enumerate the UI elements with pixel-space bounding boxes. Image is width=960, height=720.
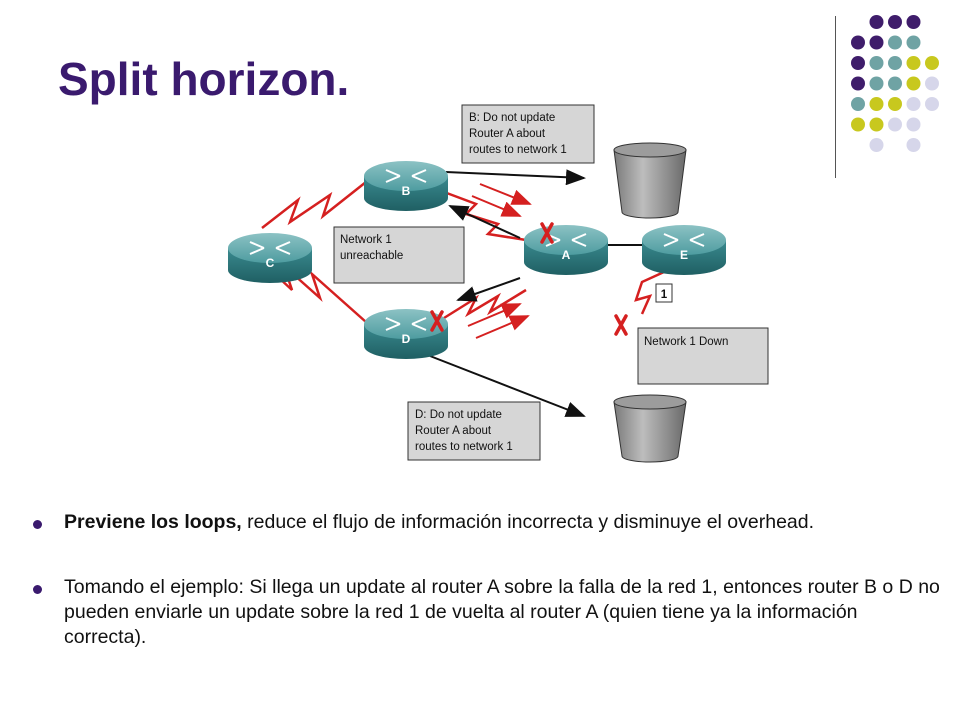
serial-link-c-d <box>261 261 367 323</box>
note-d-line-3: routes to network 1 <box>415 441 513 453</box>
decorative-dot <box>869 138 884 152</box>
step-number: 1 <box>661 289 668 301</box>
decorative-dot <box>925 56 939 70</box>
decorative-dot <box>888 117 902 132</box>
decorative-dot-grid <box>851 15 939 152</box>
decorative-dot <box>851 35 865 50</box>
slide-title: Split horizon. <box>58 53 350 105</box>
unreachable-line-2: unreachable <box>340 250 403 262</box>
router-c-label: C <box>266 256 275 270</box>
bullet-1-bold: Previene los loops, <box>64 511 242 533</box>
decorative-dot <box>851 76 865 91</box>
decorative-dot <box>906 117 921 132</box>
decorative-dot <box>888 35 902 50</box>
decorative-dot <box>869 117 884 132</box>
arrow-a-to-b <box>448 205 521 239</box>
router-b-label: B <box>402 184 411 198</box>
router-e: E <box>642 225 726 275</box>
bullet-2-text: Tomando el ejemplo: Si llega un update a… <box>64 576 940 648</box>
red-arrow-d-to-a-2 <box>475 315 530 339</box>
unreachable-line-1: Network 1 <box>340 234 392 246</box>
note-box-unreachable: Network 1 unreachable <box>333 226 465 284</box>
decorative-dot <box>869 97 884 111</box>
decorative-dot <box>888 97 902 111</box>
note-box-network-down: Network 1 Down <box>637 327 769 385</box>
decorative-dot <box>851 56 865 70</box>
decorative-dot <box>851 117 865 132</box>
bullet-1-text: reduce el flujo de información incorrect… <box>241 511 815 533</box>
decorative-dot <box>906 76 921 91</box>
note-b-line-2: Router A about <box>469 128 546 140</box>
decorative-dot <box>851 97 865 111</box>
serial-link-b-a <box>443 190 527 242</box>
red-arrow-d-to-a-1 <box>467 303 522 327</box>
step-number-box: 1 <box>655 283 673 303</box>
router-a-label: A <box>562 248 571 262</box>
red-arrow-b-to-a-2 <box>471 195 522 217</box>
decorative-dot <box>925 76 939 91</box>
decorative-dot <box>906 56 921 70</box>
serial-link-d-a <box>443 288 527 320</box>
decorative-dot <box>925 97 939 111</box>
serial-link-c-b <box>261 181 367 229</box>
decorative-dot <box>906 97 921 111</box>
blocked-x-mark-d <box>430 310 444 332</box>
network-down-x-mark <box>614 314 628 336</box>
bullet-item-2: Tomando el ejemplo: Si llega un update a… <box>30 575 940 650</box>
note-box-b: B: Do not update Router A about routes t… <box>461 104 595 164</box>
decorative-dot <box>869 35 884 50</box>
arrow-d-to-bucket <box>429 355 586 417</box>
bullet-item-1: Previene los loops, reduce el flujo de i… <box>30 510 940 535</box>
router-d: D <box>364 309 448 359</box>
decorative-dot <box>906 138 921 152</box>
bit-bucket-top <box>613 142 687 219</box>
note-d-line-1: D: Do not update <box>415 409 502 421</box>
arrow-b-to-bucket <box>445 169 586 186</box>
network-down-text: Network 1 Down <box>644 336 728 348</box>
decorative-divider-line <box>835 16 836 178</box>
serial-link-e-network <box>634 270 665 315</box>
router-c: C <box>228 233 312 283</box>
router-b: B <box>364 161 448 211</box>
split-horizon-diagram: C B D A E <box>228 104 769 463</box>
decorative-dot <box>888 56 902 70</box>
arrow-a-to-d <box>456 277 521 302</box>
router-a: A <box>524 225 608 275</box>
bit-bucket-bottom <box>613 394 687 463</box>
note-d-line-2: Router A about <box>415 425 492 437</box>
note-box-d: D: Do not update Router A about routes t… <box>407 401 541 461</box>
decorative-dot <box>869 56 884 70</box>
decorative-dot <box>888 15 902 29</box>
decorative-dot <box>888 76 902 91</box>
blocked-x-mark-a <box>540 222 554 244</box>
decorative-dot <box>869 15 884 29</box>
red-arrow-b-to-a-1 <box>479 183 532 205</box>
decorative-dot <box>869 76 884 91</box>
decorative-dot <box>906 35 921 50</box>
note-b-line-1: B: Do not update <box>469 112 555 124</box>
bullet-list: Previene los loops, reduce el flujo de i… <box>30 510 940 690</box>
note-b-line-3: routes to network 1 <box>469 144 567 156</box>
router-e-label: E <box>680 248 688 262</box>
decorative-dot <box>906 15 921 29</box>
router-d-label: D <box>402 332 411 346</box>
